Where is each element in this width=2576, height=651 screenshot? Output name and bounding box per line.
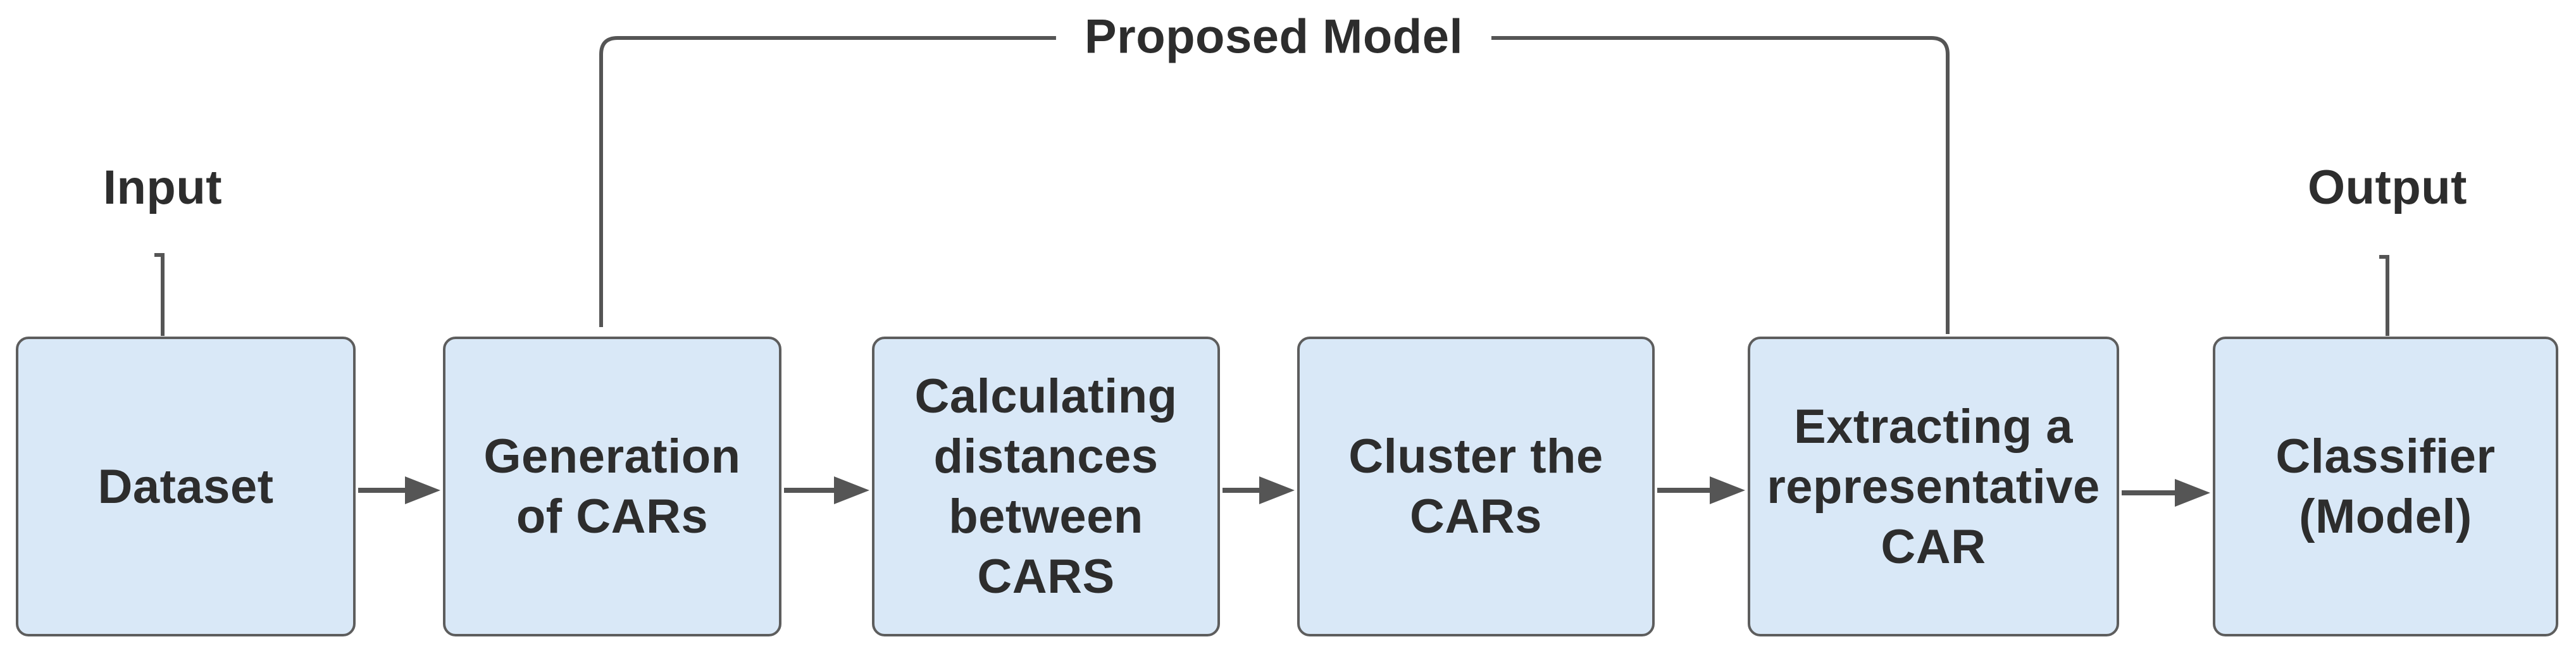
- flow-box-cluster-the-cars: Cluster the CARs: [1297, 337, 1655, 636]
- flow-box-calculating-distances: Calculating distances between CARS: [872, 337, 1220, 636]
- output-label: Output: [2307, 161, 2467, 214]
- flow-box-classifier-model-label: Classifier (Model): [2275, 430, 2496, 543]
- flow-box-extracting-representative-car: Extracting a representative CAR: [1748, 337, 2119, 636]
- flow-arrow-3: [1223, 476, 1295, 504]
- flow-arrow-5: [2122, 479, 2210, 507]
- flow-box-classifier-model: Classifier (Model): [2213, 337, 2558, 636]
- flow-box-generation-of-cars-label: Generation of CARs: [483, 430, 741, 543]
- proposed-model-label: Proposed Model: [1055, 9, 1492, 65]
- flow-box-calculating-distances-label: Calculating distances between CARS: [914, 369, 1178, 604]
- flow-arrow-2: [784, 476, 869, 504]
- output-connector: [2379, 255, 2389, 336]
- flow-box-dataset-label: Dataset: [97, 459, 274, 514]
- proposed-model-bracket-line: [599, 36, 1950, 334]
- flow-box-generation-of-cars: Generation of CARs: [443, 337, 781, 636]
- input-connector: [154, 253, 165, 336]
- input-label: Input: [103, 161, 223, 214]
- flow-arrow-1: [358, 476, 440, 504]
- flow-box-dataset: Dataset: [16, 337, 356, 636]
- flow-box-extracting-representative-car-label: Extracting a representative CAR: [1767, 399, 2100, 574]
- flow-arrow-4: [1657, 476, 1745, 504]
- flow-box-cluster-the-cars-label: Cluster the CARs: [1348, 430, 1603, 543]
